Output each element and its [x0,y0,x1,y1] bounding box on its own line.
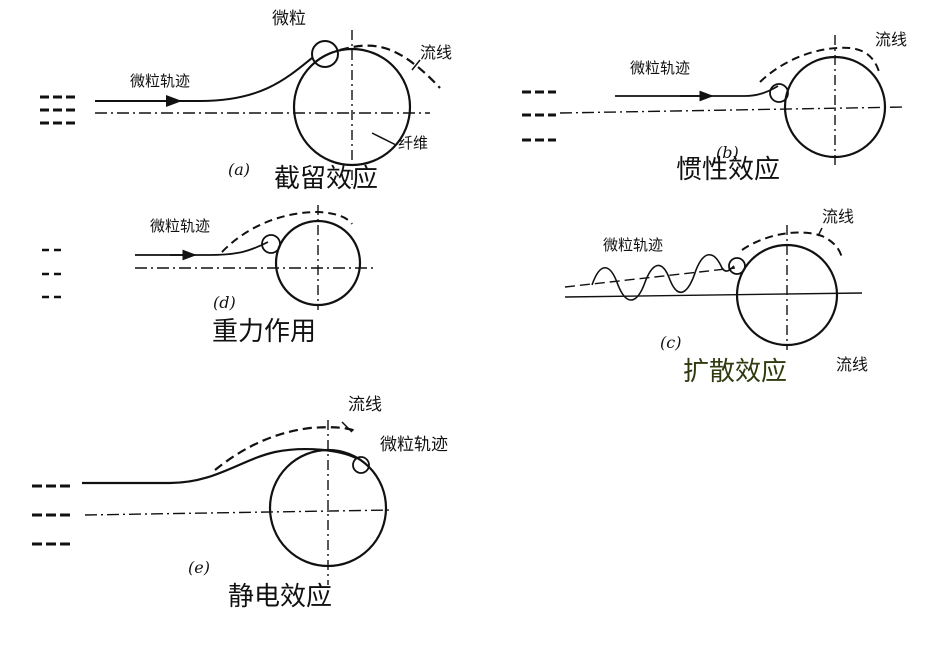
particle-label-a: 微粒 [272,9,306,29]
panel-b: 微粒轨迹 流线 (b) 惯性效应 [522,30,907,185]
panel-title-e: 静电效应 [228,582,332,612]
fiber-circle-a [292,47,412,167]
trajectory-label-a: 微粒轨迹 [130,72,190,90]
streamline-lower-c [564,267,736,288]
streamline-label-b: 流线 [875,30,907,49]
axis-line-b [559,106,906,114]
panel-letter-d: (d) [213,293,236,312]
trajectory-e [82,448,357,485]
panel-title-a: 截留效应 [274,164,378,194]
fiber-pointer-a [371,132,397,146]
streamline-a [339,44,441,89]
panel-d: 微粒轨迹 (d) 重力作用 [42,205,375,347]
panel-letter-b: (b) [716,143,739,162]
streamline-pointer-a [411,59,421,71]
trajectory-label-c: 微粒轨迹 [603,236,663,254]
streamline-pointer-c [817,227,823,237]
flow-arrows-a [40,95,75,125]
panel-title-b: 惯性效应 [676,155,780,185]
streamline-label-e: 流线 [348,395,382,415]
streamline-d [221,210,353,253]
flow-arrows-d [42,248,66,299]
trajectory-label-e: 微粒轨迹 [380,435,448,455]
streamline-c [741,231,843,259]
trajectory-d [135,241,269,256]
flow-arrows-e [32,484,70,546]
fiber-label-a: 纤维 [398,134,428,152]
particle-b [769,83,789,103]
trajectory-c [591,253,735,301]
particle-e [352,456,370,474]
flow-arrows-b [522,90,556,142]
trajectory-label-b: 微粒轨迹 [630,59,690,77]
panel-a: 微粒 微粒轨迹 流线 纤维 (a) 截留效应 [40,9,452,194]
trajectory-a [95,57,313,102]
panel-letter-c: (c) [660,333,681,352]
axis-line-e [84,509,393,516]
panel-letter-a: (a) [228,160,250,179]
panel-c: 微粒轨迹 流线 流线 (c) 扩散效应 [564,207,868,387]
particle-d [261,234,281,254]
particle-c [728,257,746,275]
streamline-e [214,426,359,471]
streamline-pointer-e [341,421,353,433]
panel-title-c: 扩散效应 [683,357,787,387]
streamline-b [759,46,881,83]
panel-title-d: 重力作用 [212,317,316,347]
axis-line-c [564,292,863,298]
panel-e: 微粒轨迹 流线 (e) 静电效应 [32,395,448,612]
panel-letter-e: (e) [188,558,210,577]
streamline-label-c-2: 流线 [836,355,868,374]
streamline-label-a: 流线 [420,43,452,62]
trajectory-label-d: 微粒轨迹 [150,217,210,235]
streamline-label-c: 流线 [822,207,854,226]
particle-a [311,40,339,68]
trajectory-b [615,85,779,97]
